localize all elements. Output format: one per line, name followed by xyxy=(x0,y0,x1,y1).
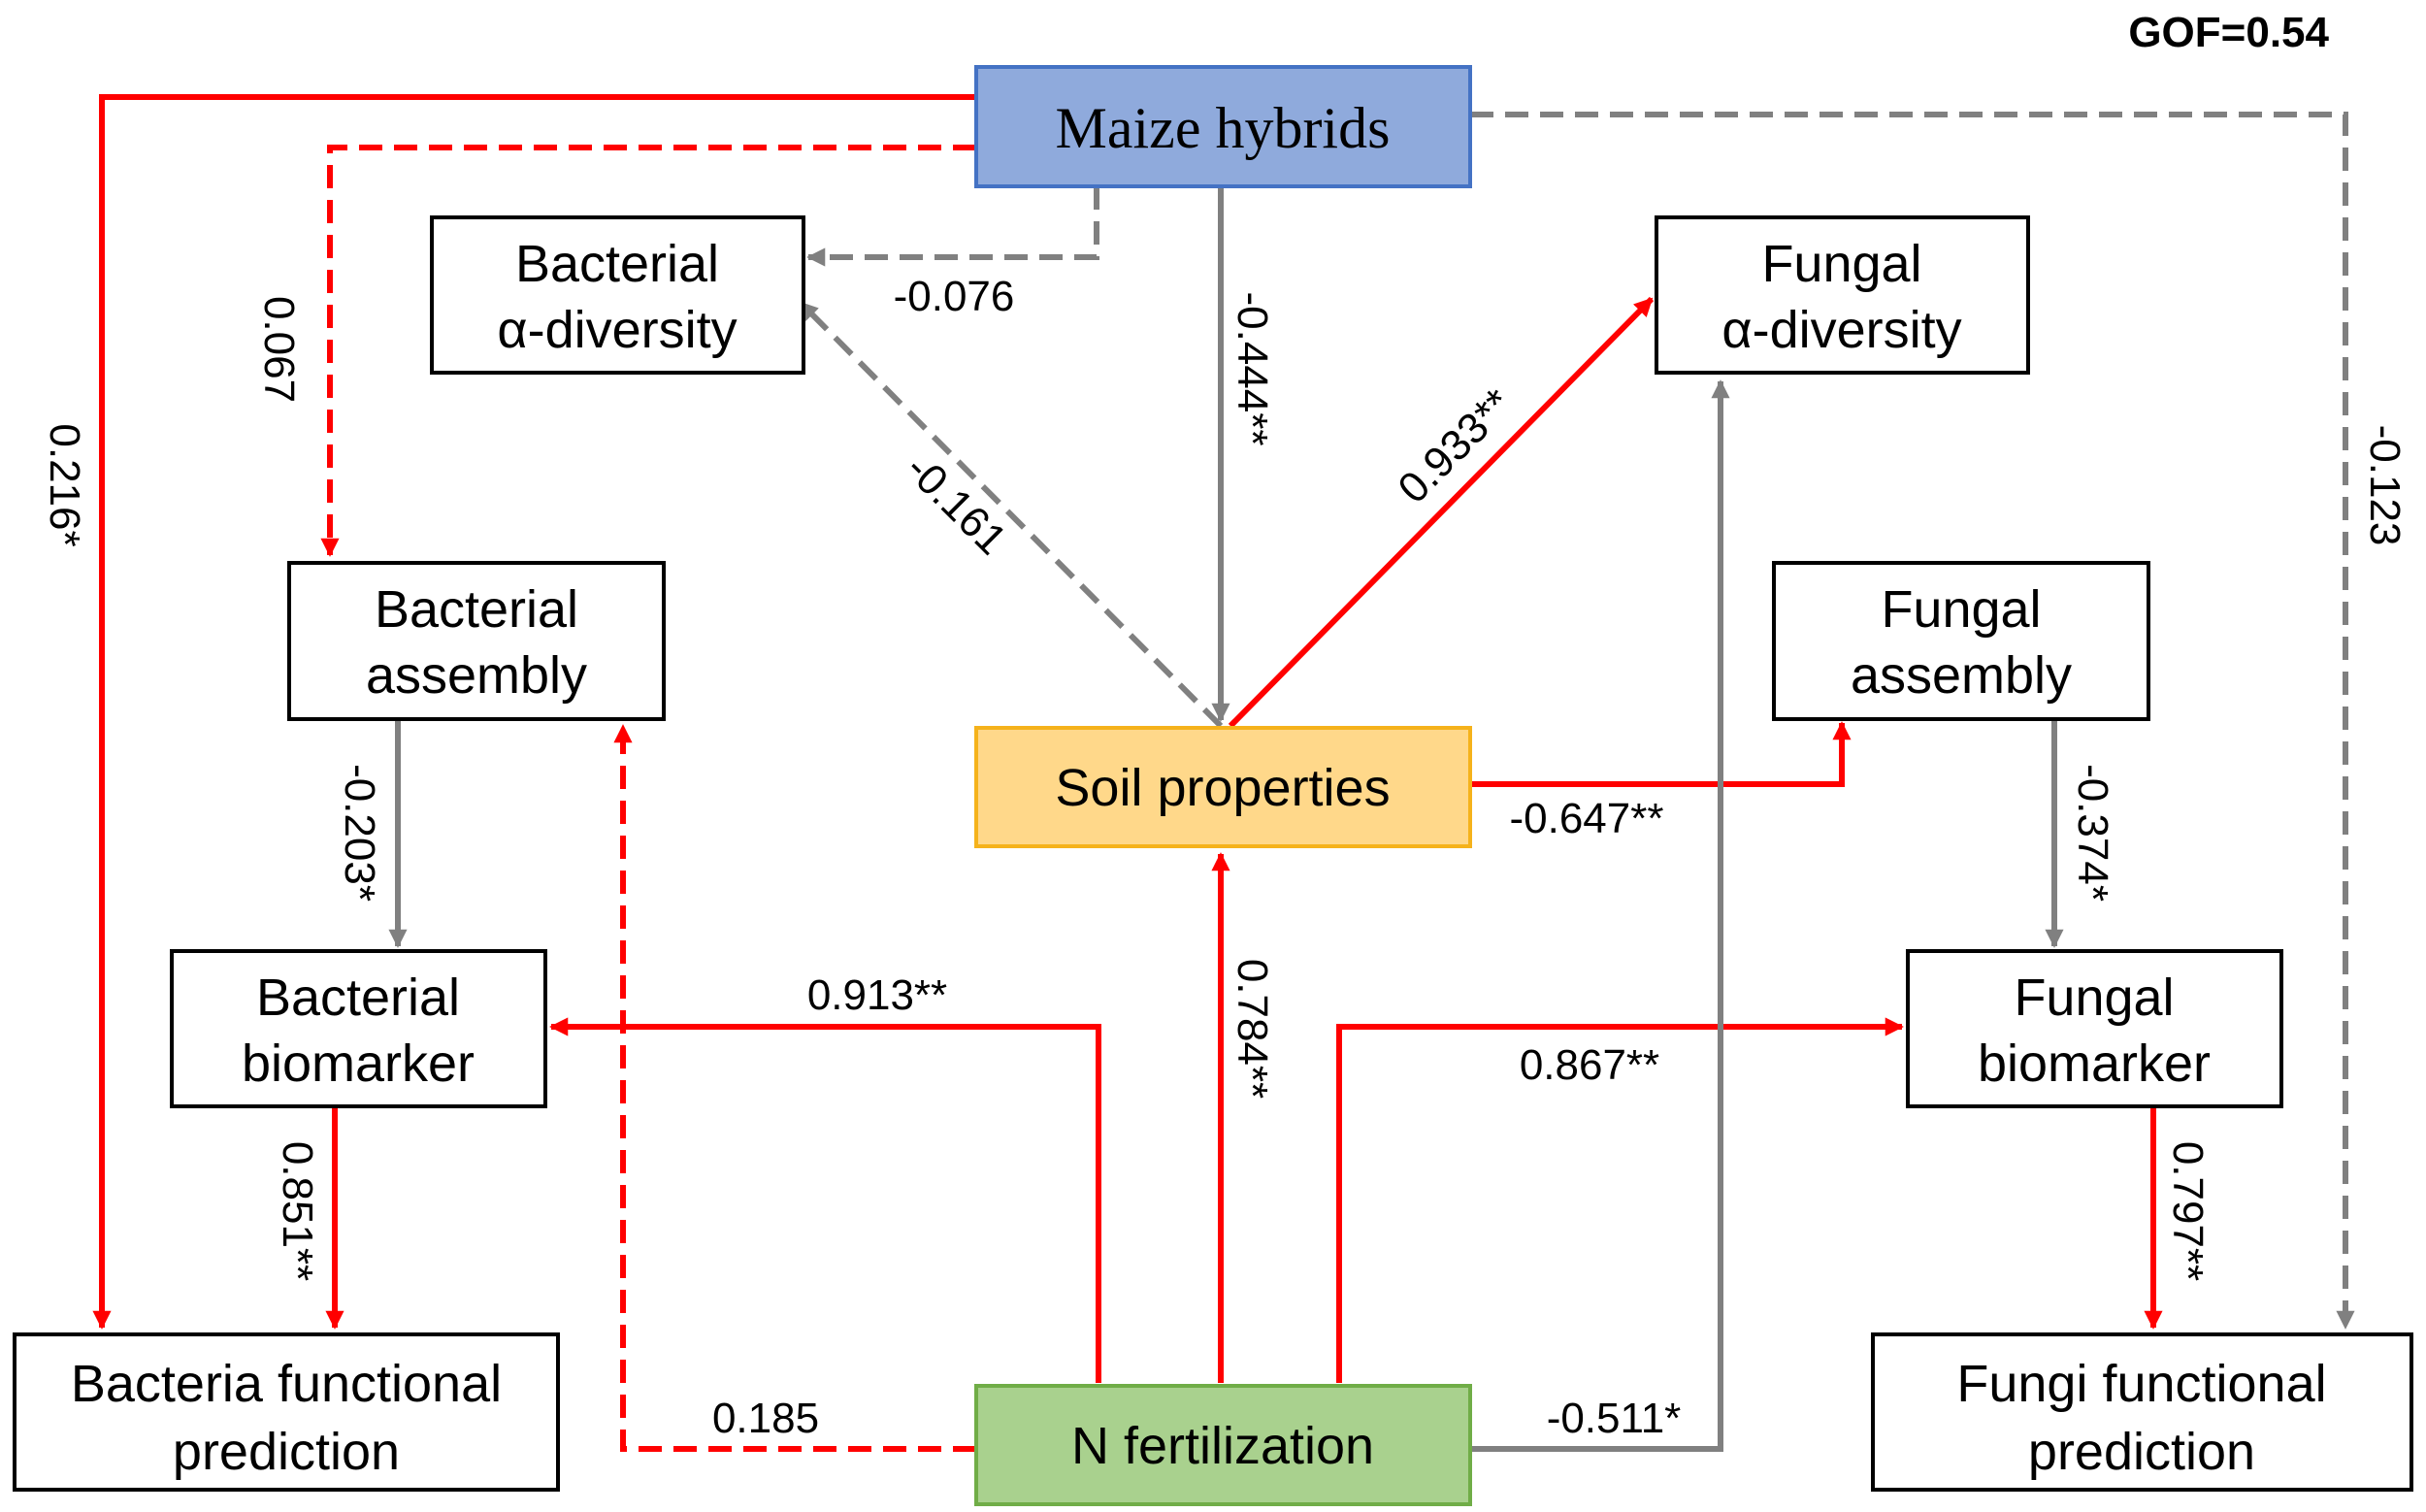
node-fungi-functional-prediction: Fungi functional prediction xyxy=(1871,1332,2413,1492)
node-fungal-biomarker-line1: Fungal xyxy=(2014,969,2174,1027)
node-bacterial-diversity: Bacterial α-diversity xyxy=(430,215,805,375)
node-bacterial-assembly: Bacterial assembly xyxy=(287,561,666,721)
coef-fungal-assembly-biomarker: -0.374* xyxy=(2069,764,2116,902)
node-bacterial-biomarker-line2: biomarker xyxy=(242,1035,475,1093)
arrow-maize-to-fungi-functional xyxy=(1470,112,2355,1330)
node-fungi-functional-box xyxy=(1871,1332,2413,1492)
coef-maize-bacteria-functional: 0.216* xyxy=(41,423,88,546)
node-soil-box xyxy=(974,726,1472,848)
coef-nfert-fungal-diversity: -0.511* xyxy=(1547,1395,1682,1442)
node-bacterial-diversity-line2: α-diversity xyxy=(497,301,737,359)
node-bacterial-assembly-box xyxy=(287,561,666,721)
node-maize-hybrids: Maize hybrids xyxy=(974,65,1472,188)
node-soil-properties: Soil properties xyxy=(974,726,1472,848)
coef-fungal-biomarker-functional: 0.797** xyxy=(2164,1141,2212,1281)
node-fungal-assembly-line2: assembly xyxy=(1851,646,2072,705)
node-fungal-assembly-box xyxy=(1772,561,2150,721)
arrow-soil-to-bacterial-diversity xyxy=(798,300,1224,729)
node-maize-label: Maize hybrids xyxy=(1056,96,1391,160)
arrow-maize-to-bacteria-functional xyxy=(92,94,976,1330)
node-soil-label: Soil properties xyxy=(1055,759,1390,817)
arrow-maize-to-bacterial-diversity xyxy=(806,186,1099,267)
path-arrows xyxy=(92,94,2355,1452)
node-fungal-biomarker-box xyxy=(1906,949,2283,1108)
node-bacterial-diversity-box xyxy=(430,215,805,375)
node-bacteria-functional-line1: Bacteria functional xyxy=(71,1355,502,1413)
node-bacteria-functional-prediction: Bacteria functional prediction xyxy=(13,1332,560,1492)
node-fungal-diversity: Fungal α-diversity xyxy=(1655,215,2030,375)
arrow-nfert-to-fungal-biomarker xyxy=(1336,1017,1904,1383)
coef-nfert-bacterial-assembly: 0.185 xyxy=(712,1395,819,1442)
node-fungal-diversity-line2: α-diversity xyxy=(1721,301,1961,359)
node-bacterial-biomarker-line1: Bacterial xyxy=(256,969,460,1027)
arrow-nfert-to-bacterial-biomarker xyxy=(549,1017,1101,1383)
node-bacterial-biomarker-box xyxy=(170,949,547,1108)
node-bacteria-functional-line2: prediction xyxy=(173,1423,400,1481)
coef-soil-bacterial-diversity: -0.161 xyxy=(897,444,1016,564)
node-fungal-biomarker-line2: biomarker xyxy=(1978,1035,2211,1093)
arrow-soil-to-fungal-diversity xyxy=(1228,296,1655,729)
coef-maize-bacterial-diversity: -0.076 xyxy=(894,273,1015,320)
coef-soil-fungal-diversity: 0.933** xyxy=(1389,379,1522,512)
node-bacterial-assembly-line1: Bacterial xyxy=(375,580,578,639)
node-n-fertilization: N fertilization xyxy=(974,1384,1472,1506)
node-fungal-assembly: Fungal assembly xyxy=(1772,561,2150,721)
node-fungi-functional-line2: prediction xyxy=(2028,1423,2255,1481)
coef-nfert-fungal-biomarker: 0.867** xyxy=(1520,1041,1659,1089)
node-bacterial-diversity-line1: Bacterial xyxy=(515,235,719,293)
node-bacterial-assembly-line2: assembly xyxy=(366,646,587,705)
coef-bacterial-assembly-biomarker: -0.203* xyxy=(336,764,383,902)
arrow-soil-to-fungal-assembly xyxy=(1470,721,1852,787)
node-fungal-diversity-line1: Fungal xyxy=(1761,235,1921,293)
node-fungal-diversity-box xyxy=(1655,215,2030,375)
arrow-maize-to-bacterial-assembly xyxy=(320,145,976,557)
node-bacteria-functional-box xyxy=(13,1332,560,1492)
gof-label: GOF=0.54 xyxy=(2128,9,2329,56)
coef-maize-soil: -0.444** xyxy=(1229,291,1276,445)
arrow-nfert-to-fungal-diversity xyxy=(1470,379,1730,1452)
coef-soil-fungal-assembly: -0.647** xyxy=(1509,795,1663,842)
node-nfert-label: N fertilization xyxy=(1071,1417,1374,1475)
node-fungi-functional-line1: Fungi functional xyxy=(1956,1355,2326,1413)
coef-nfert-soil: 0.784** xyxy=(1229,959,1276,1099)
coef-maize-bacterial-assembly: 0.067 xyxy=(255,296,303,403)
coef-bacterial-biomarker-functional: 0.851** xyxy=(274,1141,321,1281)
node-fungal-biomarker: Fungal biomarker xyxy=(1906,949,2283,1108)
node-maize-box xyxy=(974,65,1472,188)
coef-nfert-bacterial-biomarker: 0.913** xyxy=(807,971,947,1019)
node-nfert-box xyxy=(974,1384,1472,1506)
coef-maize-fungi-functional: -0.123 xyxy=(2361,425,2409,546)
arrow-nfert-to-bacterial-assembly xyxy=(613,724,976,1452)
node-bacterial-biomarker: Bacterial biomarker xyxy=(170,949,547,1108)
node-fungal-assembly-line1: Fungal xyxy=(1881,580,2041,639)
